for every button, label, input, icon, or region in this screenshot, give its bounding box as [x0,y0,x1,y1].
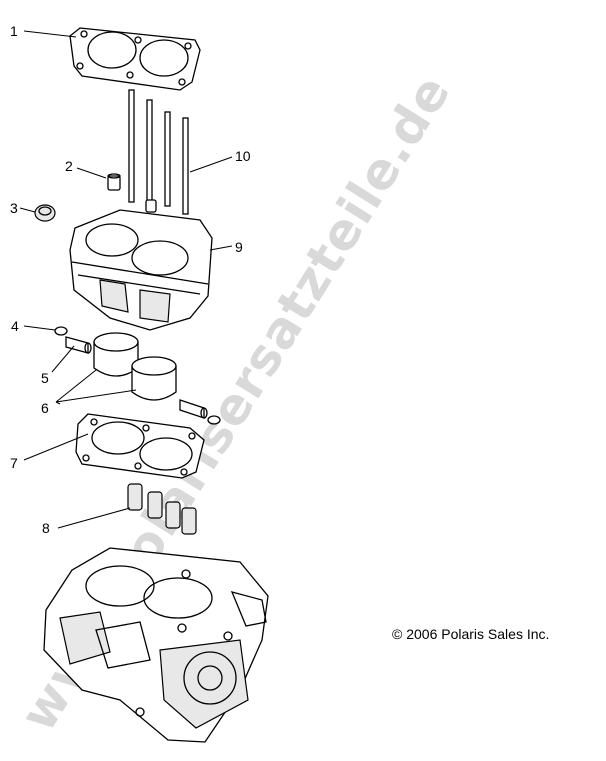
leader-lines [19,30,233,529]
callout-9: 9 [235,239,243,255]
cylinder-studs-part [128,89,189,215]
needle-bearing-part [127,483,197,535]
callout-8: 8 [42,520,50,536]
dowel-pin-part [107,173,157,213]
callout-10: 10 [235,148,251,164]
head-gasket-part [69,27,201,91]
callout-2: 2 [65,158,73,174]
cylinder-block-part [69,209,213,331]
callout-6: 6 [41,400,49,416]
base-gasket-part [75,413,205,479]
piston-part [93,332,177,401]
callout-1: 1 [10,23,18,39]
crankcase-assembly-part [43,547,269,743]
circlip-part [54,326,221,425]
plug-part [34,204,56,222]
callout-5: 5 [41,370,49,386]
callout-7: 7 [10,455,18,471]
callout-4: 4 [11,318,19,334]
callout-3: 3 [10,200,18,216]
copyright-notice: © 2006 Polaris Sales Inc. [392,626,550,642]
wrist-pin-part [65,336,208,419]
